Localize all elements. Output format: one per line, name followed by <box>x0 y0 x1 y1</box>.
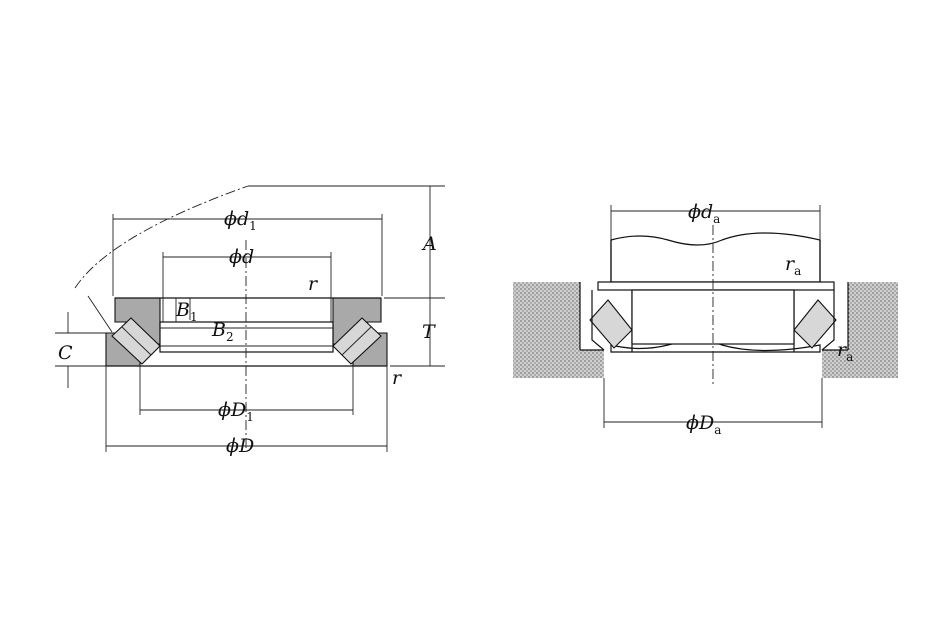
label-d1: ϕd1 <box>224 208 257 233</box>
label-r-bottom: r <box>392 367 403 389</box>
label-b1: B1 <box>175 299 198 324</box>
label-da: ϕda <box>688 201 720 226</box>
cage <box>159 321 334 353</box>
housing-left <box>513 282 604 378</box>
label-ra-top: ra <box>785 253 801 278</box>
label-d-outer: ϕD <box>226 435 254 457</box>
shaft <box>610 232 821 283</box>
sphere-arc <box>74 185 249 289</box>
left-figure: ϕd1 ϕd r B1 B2 A T C r ϕD1 <box>55 185 445 457</box>
housing-right <box>822 282 898 378</box>
label-d: ϕd <box>229 246 254 268</box>
label-ra-bottom: ra <box>837 339 853 364</box>
right-roller-left <box>589 299 633 349</box>
label-da-outer: ϕDa <box>686 412 721 437</box>
label-r-top: r <box>308 273 319 295</box>
label-d1-outer: ϕD1 <box>218 399 254 424</box>
label-t: T <box>422 321 436 343</box>
label-a: A <box>421 233 437 255</box>
right-roller-right <box>793 299 837 349</box>
right-figure: ϕda ra ra ϕDa <box>513 201 898 437</box>
label-c: C <box>58 342 73 364</box>
label-b2: B2 <box>211 319 234 344</box>
